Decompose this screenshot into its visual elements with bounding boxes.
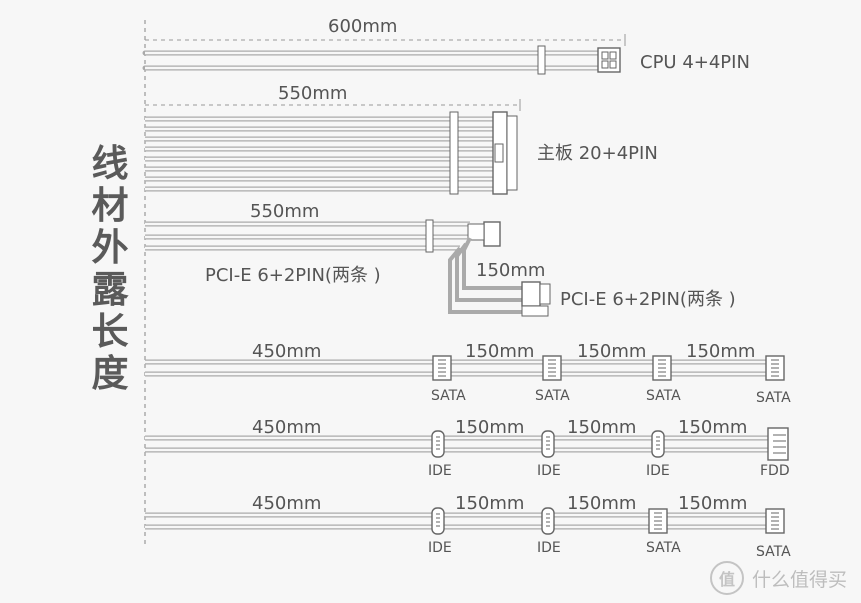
connector-label: SATA	[431, 388, 466, 404]
cpu-cable: 600mm CPU 4+4PIN	[142, 16, 750, 75]
watermark-logo-icon: 值	[709, 561, 744, 595]
title-char: 度	[91, 352, 129, 395]
ide-sata-row-seg2: 150mm	[567, 493, 636, 514]
cpu-label: CPU 4+4PIN	[640, 52, 750, 73]
title-char: 露	[91, 268, 129, 311]
mb-cable: 550mm 主板 20+4PIN	[145, 83, 658, 195]
sata-row-length: 450mm	[252, 341, 321, 362]
watermark-text: 什么值得买	[751, 568, 847, 591]
connector-label: SATA	[756, 390, 791, 406]
title-char: 外	[91, 226, 129, 269]
pcie-length: 550mm	[250, 201, 319, 222]
fdd-connector-icon	[767, 427, 789, 461]
ide-row-seg2: 150mm	[567, 417, 636, 438]
ide-connector-icon	[651, 430, 665, 458]
title-char: 长	[91, 310, 129, 353]
mb-label: 主板 20+4PIN	[537, 143, 658, 164]
connector-label: IDE	[537, 463, 561, 479]
connector-label: IDE	[428, 540, 452, 556]
vertical-title: 线 材 外 露 长 度	[86, 143, 134, 395]
sata-connector-icon	[432, 355, 452, 381]
sata-connector-icon	[765, 355, 785, 381]
connector-label: IDE	[537, 540, 561, 556]
sata-cable: 450mm 150mm 150mm 150mm SATA SATA SATA S…	[145, 341, 791, 406]
pcie-label-1: PCI-E 6+2PIN(两条 )	[205, 265, 381, 286]
connector-label: SATA	[646, 540, 681, 556]
connector-label: FDD	[760, 463, 790, 479]
watermark: 值 什么值得买	[709, 561, 847, 595]
title-char: 材	[91, 184, 129, 227]
title-char: 线	[91, 142, 129, 185]
ide-sata-row-seg3: 150mm	[678, 493, 747, 514]
ide-connector-icon	[431, 430, 445, 458]
connector-label: IDE	[428, 463, 452, 479]
mb-length: 550mm	[278, 83, 347, 104]
ide-connector-icon	[431, 507, 445, 535]
ide-connector-icon	[541, 430, 555, 458]
sata-connector-icon	[765, 508, 785, 534]
pcie-branch-length: 150mm	[476, 260, 545, 281]
ide-sata-row-length: 450mm	[252, 493, 321, 514]
connector-label: SATA	[756, 544, 791, 560]
connector-label: IDE	[646, 463, 670, 479]
ide-row-seg3: 150mm	[678, 417, 747, 438]
ide-sata-row-seg1: 150mm	[455, 493, 524, 514]
sata-connector-icon	[648, 508, 668, 534]
connector-label: SATA	[535, 388, 570, 404]
ide-row-seg1: 150mm	[455, 417, 524, 438]
sata-row-seg1: 150mm	[465, 341, 534, 362]
sata-row-seg3: 150mm	[686, 341, 755, 362]
ide-row-length: 450mm	[252, 417, 321, 438]
ide-sata-cable: 450mm 150mm 150mm 150mm IDE IDE SATA SAT…	[145, 493, 791, 560]
ide-fdd-cable: 450mm 150mm 150mm 150mm IDE IDE IDE FDD	[145, 417, 790, 479]
ide-connector-icon	[541, 507, 555, 535]
sata-connector-icon	[652, 355, 672, 381]
sata-row-seg2: 150mm	[577, 341, 646, 362]
sata-connector-icon	[542, 355, 562, 381]
connector-label: SATA	[646, 388, 681, 404]
pcie-label-2: PCI-E 6+2PIN(两条 )	[560, 289, 736, 310]
cpu-length: 600mm	[328, 16, 397, 37]
pcie-cable: 550mm 150mm PCI-E 6+2PIN(两条 ) PCI-E 6+2P…	[145, 201, 736, 317]
